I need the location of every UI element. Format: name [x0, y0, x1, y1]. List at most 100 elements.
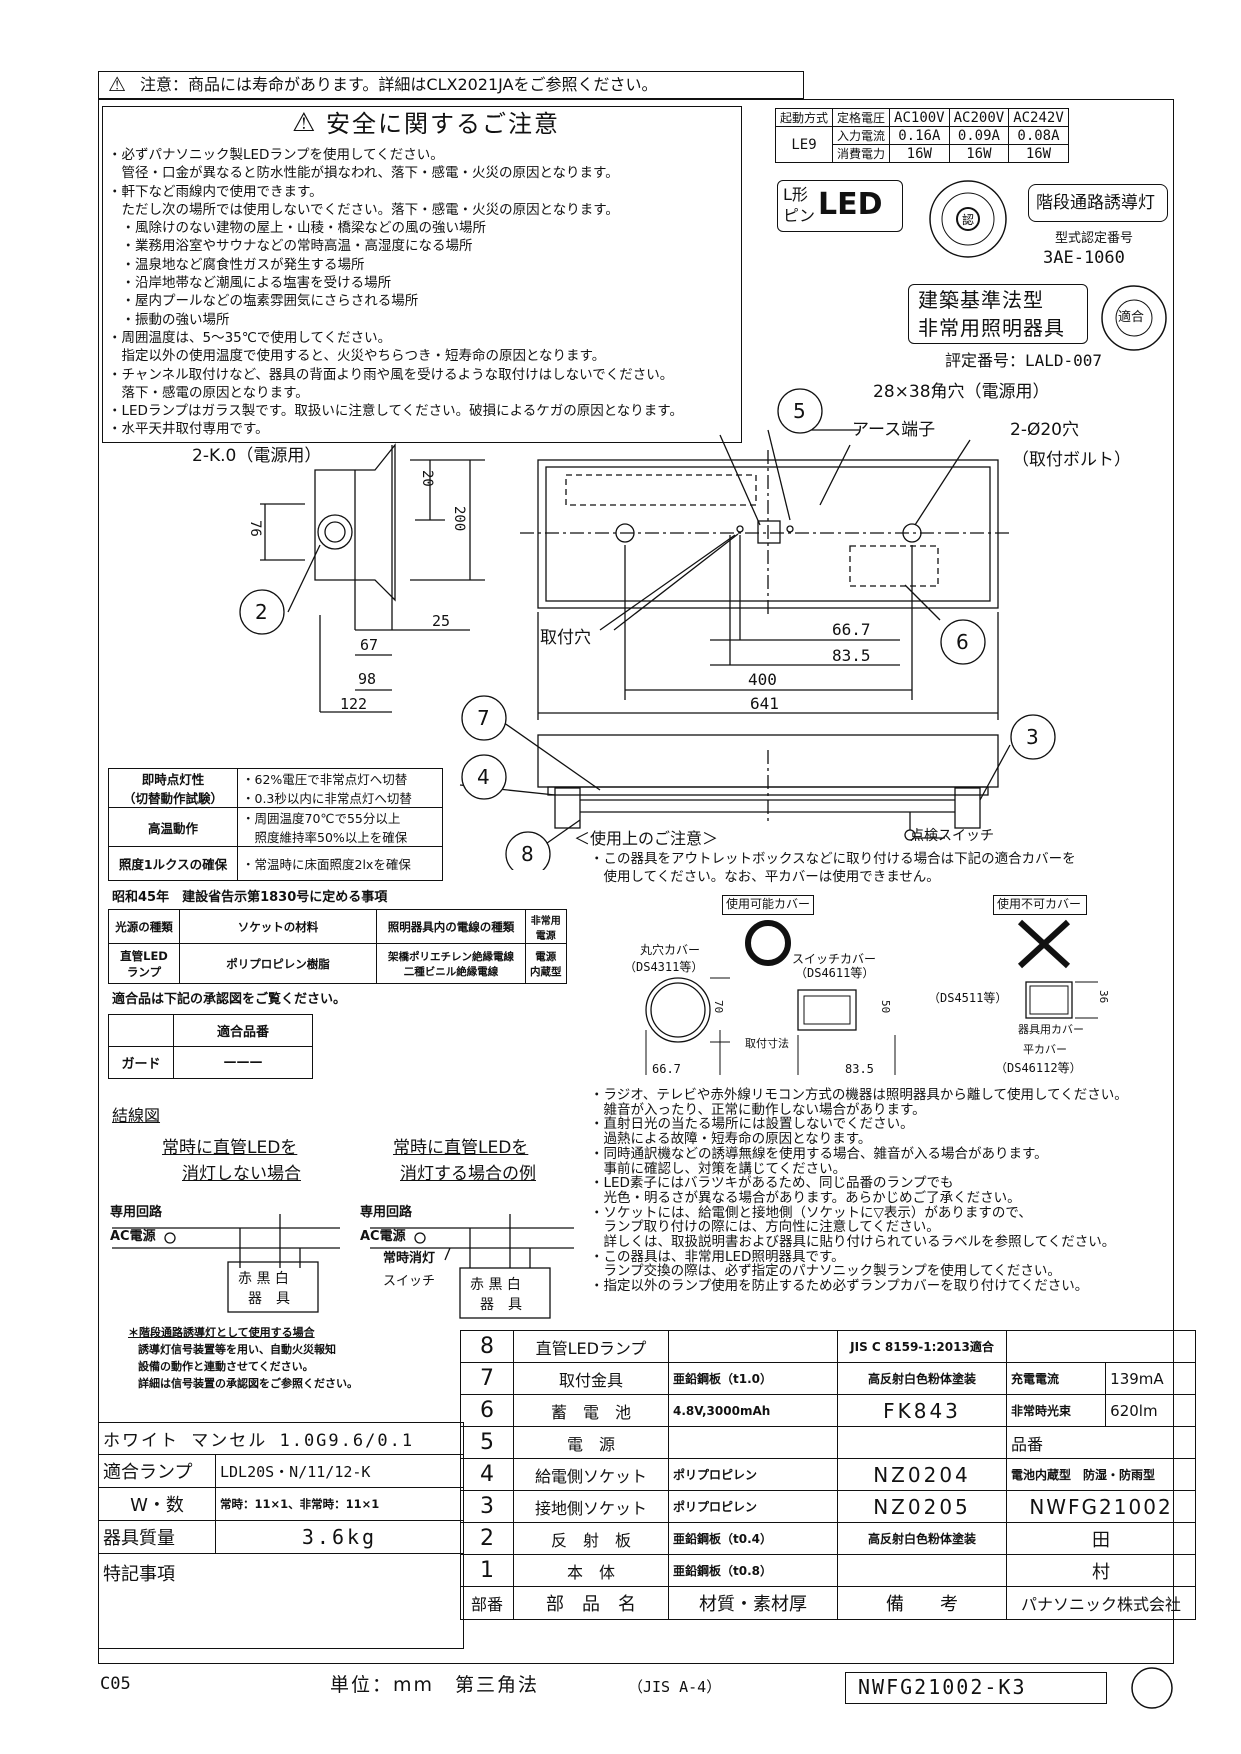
warning-triangle-icon: ⚠ — [108, 72, 126, 96]
info-special-label: 特記事項 — [98, 1553, 464, 1649]
parts-header-name: 部 品 名 — [513, 1586, 669, 1620]
showa-r1: ポリプロピレン樹脂 — [179, 943, 377, 984]
safety-warning-icon: ⚠ — [292, 108, 316, 138]
parts-x1-2: 田 — [1006, 1522, 1196, 1555]
svg-text:認: 認 — [962, 212, 974, 227]
parts-mat-1: 亜鉛鋼板（t0.8） — [668, 1554, 838, 1587]
parts-note-5 — [837, 1426, 1007, 1459]
emergency-value-2: ・常温時に床面照度2lxを確保 — [237, 846, 443, 881]
approval-row-value: ——— — [173, 1046, 313, 1079]
drawing-frame — [98, 99, 1174, 1664]
parts-note-6: FK843 — [837, 1394, 1007, 1427]
safety-line: ・業務用浴室やサウナなどの常時高温・高湿度になる場所 — [108, 238, 473, 255]
l-pin-badge — [777, 180, 903, 232]
wiring-diagram — [112, 1214, 574, 1319]
parts-x2-6: 620lm — [1105, 1394, 1196, 1427]
conformity-seal-icon — [1101, 285, 1167, 351]
safety-line: ・軒下など雨線内で使用できます。 — [108, 183, 323, 200]
hole-28x38-label: 28×38角穴（電源用） — [873, 382, 1050, 402]
approval-note: 適合品は下記の承認図をご覧ください。 — [112, 992, 347, 1007]
rating-number: 評定番号：LALD-007 — [945, 351, 1103, 370]
emergency-label-2: 照度1ルクスの確保 — [108, 846, 238, 881]
parts-x1-1: 村 — [1006, 1554, 1196, 1587]
ok-cover-label: 使用可能カバー — [726, 897, 811, 911]
showa-h3: 非常用電源 — [525, 909, 567, 944]
parts-no-4: 4 — [460, 1458, 514, 1491]
wiring-title: 結線図 — [112, 1106, 161, 1125]
mount-hole-label: 取付穴 — [540, 628, 591, 648]
top-notice: 注意：商品には寿命があります。詳細はCLX2021JAをご参照ください。 — [140, 75, 658, 94]
parts-no-1: 1 — [460, 1554, 514, 1587]
parts-no-8: 8 — [460, 1330, 514, 1363]
wiring-note-2: 誘導灯信号装置等を用い、自動火災報知 — [138, 1343, 336, 1356]
parts-x2-7: 139mA — [1105, 1362, 1196, 1395]
building-badge — [908, 284, 1088, 344]
right-ac-label: AC電源 — [360, 1229, 406, 1244]
left-fixture: 器 具 — [248, 1291, 290, 1307]
spec-label-2: 消費電力 — [832, 144, 891, 163]
info-lamp-label: 適合ランプ — [98, 1454, 216, 1488]
info-table: ホワイト マンセル 1.0G9.6/0.1 適合ランプ LDL20S・N/11/… — [98, 1422, 464, 1649]
ng-cover-label: 使用不可カバー — [997, 897, 1082, 911]
wiring-left-title1: 常時に直管LEDを — [162, 1138, 298, 1158]
parts-no-6: 6 — [460, 1394, 514, 1427]
note-line: ・ラジオ、テレビや赤外線リモコン方式の機器は照明器具から離して使用してください。 — [590, 1087, 1128, 1103]
parts-mat-8 — [668, 1330, 838, 1363]
parts-x1-6: 非常時光束 — [1005, 1394, 1107, 1427]
ok-cover-label-box — [722, 895, 814, 915]
parts-name-1: 本 体 — [513, 1554, 669, 1587]
parts-note-8: JIS C 8159-1:2013適合 — [837, 1330, 1007, 1363]
parts-mat-5 — [668, 1426, 838, 1459]
callout-3: 3 — [1026, 725, 1039, 749]
info-lamp-value: LDL20S・N/11/12-K — [215, 1454, 464, 1488]
dim-98: 98 — [358, 670, 377, 688]
safety-line: ・風除けのない建物の屋上・山稜・橋梁などの風の強い場所 — [108, 220, 486, 237]
technical-drawing — [239, 388, 1056, 870]
showa-r0: 直管LED ランプ — [108, 943, 180, 984]
parts-x1-3: NWFG21002 — [1006, 1490, 1196, 1523]
parts-x1-7: 充電電流 — [1005, 1362, 1107, 1395]
box-cover-label: 器具用カバー — [1018, 1023, 1084, 1036]
cert-number: 3AE-1060 — [1043, 248, 1125, 268]
building-line2: 非常用照明器具 — [918, 316, 1065, 340]
spec-2-1: 16W — [948, 144, 1010, 163]
parts-mat-2: 亜鉛鋼板（t0.4） — [668, 1522, 838, 1555]
parts-x1-4: 電池内蔵型 防湿・防雨型 — [1006, 1458, 1196, 1491]
dim-641: 641 — [750, 694, 779, 713]
note-line: 詳しくは、取扱説明書および器具に貼り付けられているラベルを参照してください。 — [590, 1234, 1116, 1251]
switch-cover-label: スイッチカバー — [792, 952, 877, 966]
usage-line-1: 使用してください。なお、平カバーは使用できません。 — [590, 869, 940, 885]
parts-x1-5: 品番 — [1006, 1426, 1196, 1459]
spec-1-1: 0.09A — [948, 126, 1010, 145]
right-terms: 赤 黒 白 — [470, 1277, 521, 1293]
parts-x1-8 — [1006, 1330, 1196, 1363]
check-switch-label: 点検スイッチ — [910, 828, 994, 844]
dim-200: 200 — [451, 506, 467, 532]
holes-20-label: 2-Ø20穴 — [1010, 420, 1079, 440]
dim-50: 50 — [879, 1000, 892, 1014]
drawing-number-box — [845, 1672, 1107, 1704]
safety-line: ・水平天井取付専用です。 — [108, 421, 269, 438]
note-line: ・LED素子にはバラツキがあるため、同じ品番のランプでも — [590, 1175, 954, 1192]
info-mass-label: 器具質量 — [98, 1520, 216, 1554]
safety-line: ・必ずパナソニック製LEDランプを使用してください。 — [108, 147, 444, 163]
showa-h1: ソケットの材料 — [179, 909, 377, 944]
safety-line: 指定以外の使用温度で使用すると、火災やちらつき・短寿命の原因となります。 — [108, 348, 606, 365]
wiring-right-title1: 常時に直管LEDを — [393, 1138, 529, 1158]
info-watt-label: W・数 — [98, 1487, 216, 1521]
spec-table: 起動方式 定格電圧 AC100V AC200V AC242V LE9 入力電流 … — [774, 108, 1069, 163]
safety-line: ・チャンネル取付けなど、器具の背面より雨や風を受けるような取付けはしないでくださ… — [108, 366, 674, 383]
callout-2: 2 — [255, 600, 268, 624]
dim-83-5: 83.5 — [832, 646, 871, 665]
cert-label: 型式認定番号 — [1055, 231, 1134, 246]
info-color: ホワイト マンセル 1.0G9.6/0.1 — [98, 1422, 464, 1455]
emergency-label-0: 即時点灯性 （切替動作試験） — [108, 768, 238, 808]
led-logo: LED — [818, 187, 883, 222]
right-fixture: 器 具 — [480, 1297, 522, 1313]
fire-agency-seal-icon: 認 — [929, 180, 1007, 258]
dim-400: 400 — [748, 670, 777, 689]
left-ac-label: AC電源 — [110, 1229, 156, 1244]
conform-label: 適合 — [1118, 310, 1145, 325]
